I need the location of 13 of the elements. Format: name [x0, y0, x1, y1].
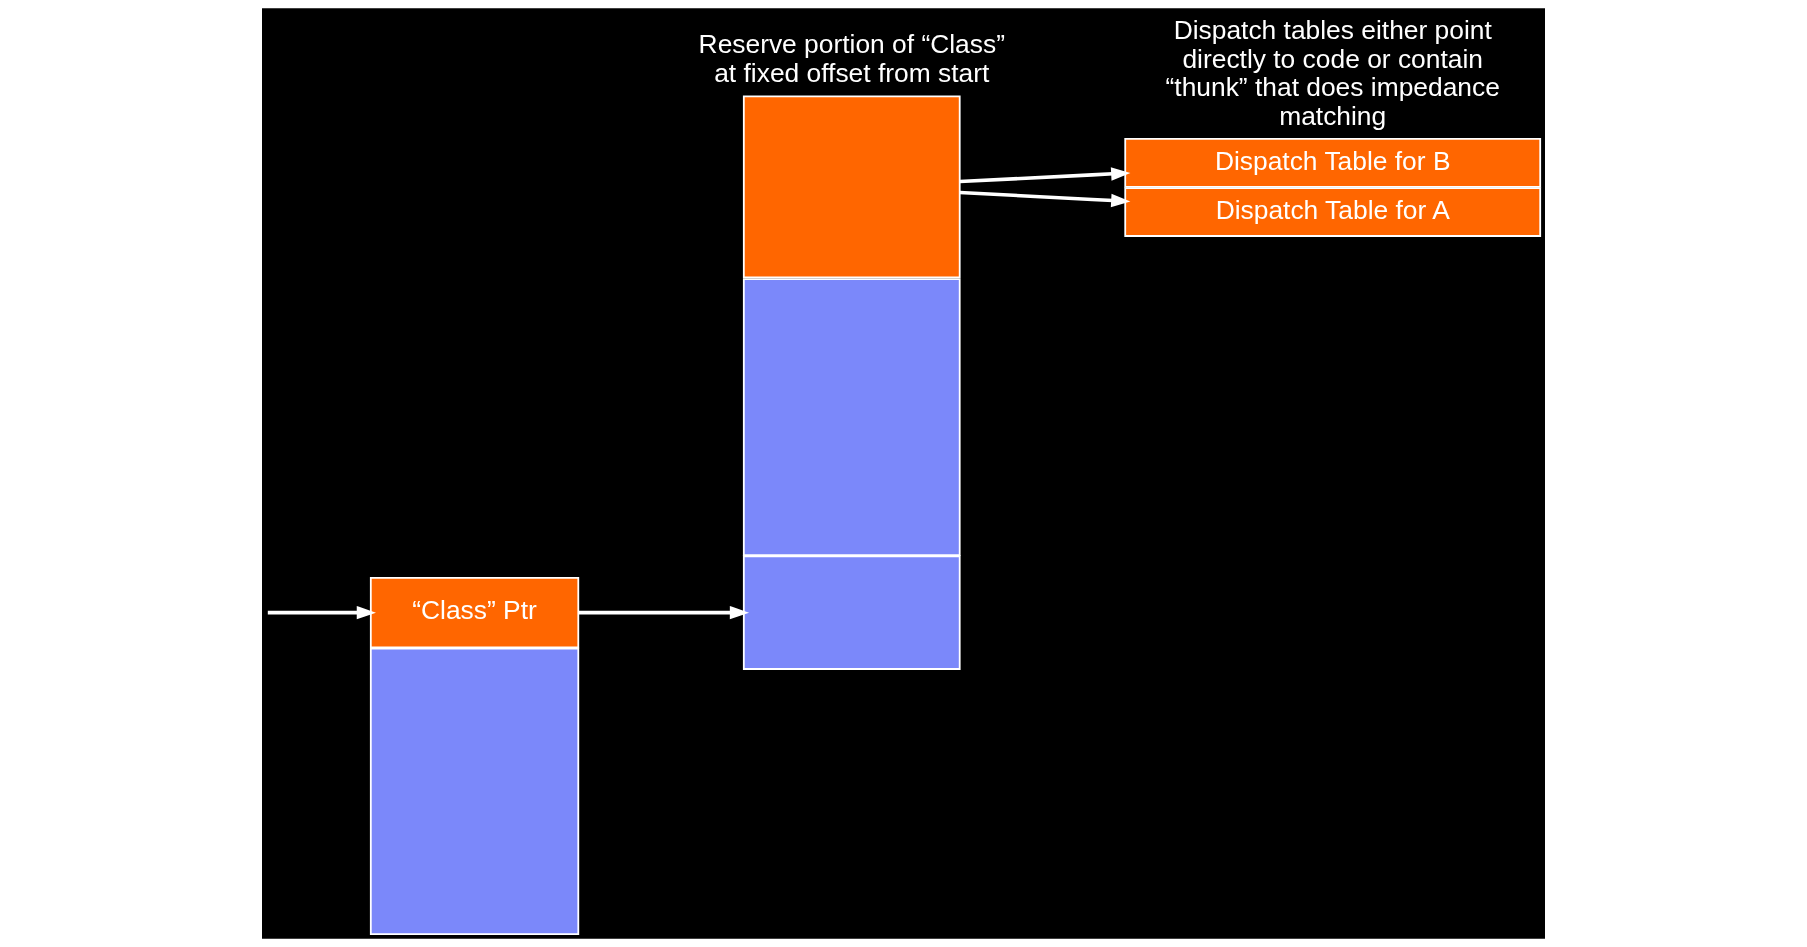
node-box: Dispatch Table for B — [1124, 137, 1542, 188]
node-box — [369, 647, 580, 935]
arrow — [959, 167, 1131, 184]
arrow — [267, 605, 376, 620]
label: Reserve portion of “Class” at fixed offset from start — [698, 29, 1005, 89]
node-box — [742, 278, 961, 556]
arrow — [959, 190, 1131, 208]
node-box — [742, 555, 961, 670]
node-box: Dispatch Table for A — [1124, 187, 1542, 237]
label: Dispatch tables either point directly to code or contain “thunk” that does impedance matching — [1165, 14, 1500, 132]
node-box: “Class” Ptr — [369, 576, 580, 649]
arrow — [578, 605, 750, 620]
node-box — [742, 95, 961, 279]
